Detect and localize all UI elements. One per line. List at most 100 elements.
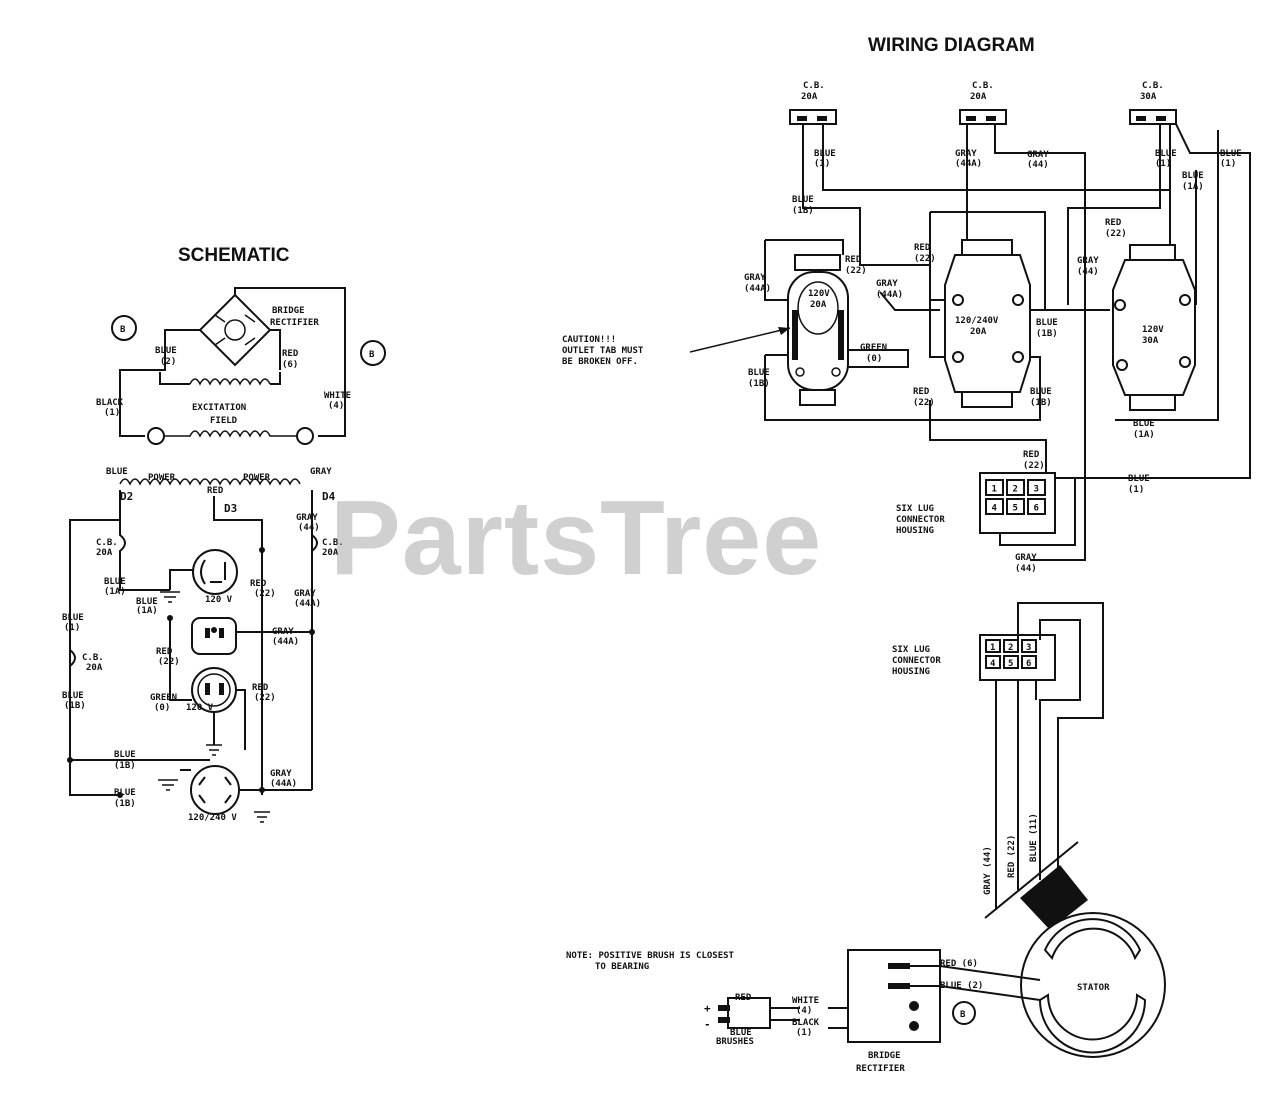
svg-text:GRAY: GRAY (955, 149, 977, 159)
connector-lug (985, 639, 1001, 653)
svg-text:120/240V: 120/240V (955, 316, 999, 326)
svg-text:GREEN: GREEN (150, 693, 177, 703)
outlet-120v-20a: 120V 20A (787, 254, 849, 406)
svg-text:WHITE: WHITE (792, 996, 819, 1006)
svg-text:BLACK: BLACK (96, 398, 124, 408)
svg-text:(44A): (44A) (744, 284, 771, 294)
svg-text:(44A): (44A) (294, 599, 321, 609)
svg-text:(2): (2) (160, 357, 176, 367)
svg-text:C.B.: C.B. (803, 81, 825, 91)
svg-text:BLUE: BLUE (1220, 149, 1242, 159)
connector-lug (1003, 639, 1019, 653)
connector-lug (1021, 655, 1037, 669)
svg-text:(44): (44) (298, 523, 320, 533)
svg-text:RED: RED (250, 579, 267, 589)
svg-text:GRAY: GRAY (876, 279, 898, 289)
svg-text:(4): (4) (796, 1006, 812, 1016)
schematic-title: SCHEMATIC (178, 245, 290, 266)
connector-lug (1003, 655, 1019, 669)
svg-text:GRAY: GRAY (296, 513, 318, 523)
connector-lug-number: 5 (1008, 659, 1013, 669)
svg-text:BLACK: BLACK (792, 1018, 820, 1028)
connector-lug-number: 6 (1034, 504, 1039, 514)
svg-text:D2: D2 (120, 490, 133, 503)
svg-text:B: B (960, 1010, 966, 1020)
svg-text:120 V: 120 V (186, 703, 214, 713)
svg-text:C.B.: C.B. (1142, 81, 1164, 91)
svg-text:(1B): (1B) (1030, 398, 1052, 408)
brush-note: NOTE: POSITIVE BRUSH IS CLOSEST TO BEARI… (566, 951, 735, 972)
svg-text:(44): (44) (1027, 160, 1049, 170)
svg-text:CONNECTOR: CONNECTOR (892, 656, 941, 666)
svg-text:-: - (704, 1018, 711, 1031)
svg-text:BLUE: BLUE (114, 750, 136, 760)
connector-lug (1006, 498, 1025, 515)
svg-text:(1B): (1B) (114, 799, 136, 809)
svg-text:D4: D4 (322, 490, 336, 503)
svg-text:BLUE: BLUE (814, 149, 836, 159)
caution-note: CAUTION!!! OUTLET TAB MUST BE BROKEN OFF… (562, 327, 791, 367)
connector-lug-number: 3 (1034, 485, 1039, 495)
svg-text:GRAY: GRAY (744, 273, 766, 283)
svg-text:(1A): (1A) (1182, 182, 1204, 192)
svg-text:(44): (44) (1077, 267, 1099, 277)
svg-text:GREEN: GREEN (860, 343, 887, 353)
svg-text:BRIDGE: BRIDGE (868, 1051, 901, 1061)
svg-text:C.B.: C.B. (96, 538, 118, 548)
svg-text:RECTIFIER: RECTIFIER (270, 318, 319, 328)
svg-text:120V: 120V (1142, 325, 1164, 335)
svg-text:GRAY: GRAY (272, 627, 294, 637)
svg-text:120/240 V: 120/240 V (188, 813, 237, 823)
schematic-power-section: BLUE POWER POWER GRAY RED D2 D3 D4 GRAY … (62, 467, 344, 823)
svg-text:(1): (1) (1155, 159, 1171, 169)
svg-text:BLUE: BLUE (136, 597, 158, 607)
connector-lug (1027, 479, 1046, 496)
svg-text:BLUE: BLUE (1030, 387, 1052, 397)
svg-text:(1): (1) (1128, 485, 1144, 495)
connector-lug (1021, 639, 1037, 653)
svg-text:(44A): (44A) (270, 779, 297, 789)
svg-text:(0): (0) (866, 354, 882, 364)
svg-text:(1A): (1A) (1133, 430, 1155, 440)
svg-text:C.B.: C.B. (972, 81, 994, 91)
svg-text:(1B): (1B) (1036, 329, 1058, 339)
bridge-rectifier-wiring: BRIDGE RECTIFIER RED (6) BLUE (2) B (847, 949, 1041, 1074)
svg-text:RED: RED (207, 486, 224, 496)
svg-text:BLUE: BLUE (1133, 419, 1155, 429)
connector-lug (1006, 479, 1025, 496)
svg-text:BLUE: BLUE (104, 577, 126, 587)
svg-text:(44): (44) (1015, 564, 1037, 574)
outlet-120v-30a: 120V 30A (1112, 244, 1196, 411)
circuit-breaker-1: C.B. 20A (789, 81, 837, 125)
svg-text:NOTE: POSITIVE BRUSH IS CLOSES: NOTE: POSITIVE BRUSH IS CLOSEST (566, 951, 735, 961)
svg-text:(22): (22) (914, 254, 936, 264)
svg-text:(4): (4) (328, 401, 344, 411)
svg-text:TO BEARING: TO BEARING (595, 962, 649, 972)
svg-text:BLUE: BLUE (730, 1028, 752, 1038)
svg-text:(1B): (1B) (748, 379, 770, 389)
connector-lug-number: 4 (990, 659, 996, 669)
svg-text:BLUE: BLUE (748, 368, 770, 378)
svg-text:BLUE: BLUE (1128, 474, 1150, 484)
circuit-breaker-3: C.B. 30A (1129, 81, 1177, 125)
svg-text:RED: RED (913, 387, 930, 397)
connector-lug-number: 2 (1013, 485, 1018, 495)
svg-text:BLUE: BLUE (792, 195, 814, 205)
brushes: RED BLUE + - BRUSHES WHITE (4) BLACK (1) (704, 993, 912, 1047)
svg-text:HOUSING: HOUSING (896, 526, 934, 536)
svg-text:120 V: 120 V (205, 595, 233, 605)
svg-text:BLUE: BLUE (1182, 171, 1204, 181)
svg-text:(1): (1) (64, 623, 80, 633)
svg-text:RED: RED (914, 243, 931, 253)
svg-text:C.B.: C.B. (322, 538, 344, 548)
svg-text:GRAY: GRAY (270, 769, 292, 779)
svg-text:EXCITATION: EXCITATION (192, 403, 246, 413)
schematic-bridge-section: B B BRIDGE RECTIFIER BLUE (2) RED (6) BL… (96, 287, 386, 445)
svg-text:CAUTION!!!: CAUTION!!! (562, 335, 616, 345)
svg-text:RED: RED (252, 683, 269, 693)
svg-text:BLUE: BLUE (106, 467, 128, 477)
svg-text:GRAY: GRAY (1027, 150, 1049, 160)
svg-text:CONNECTOR: CONNECTOR (896, 515, 945, 525)
